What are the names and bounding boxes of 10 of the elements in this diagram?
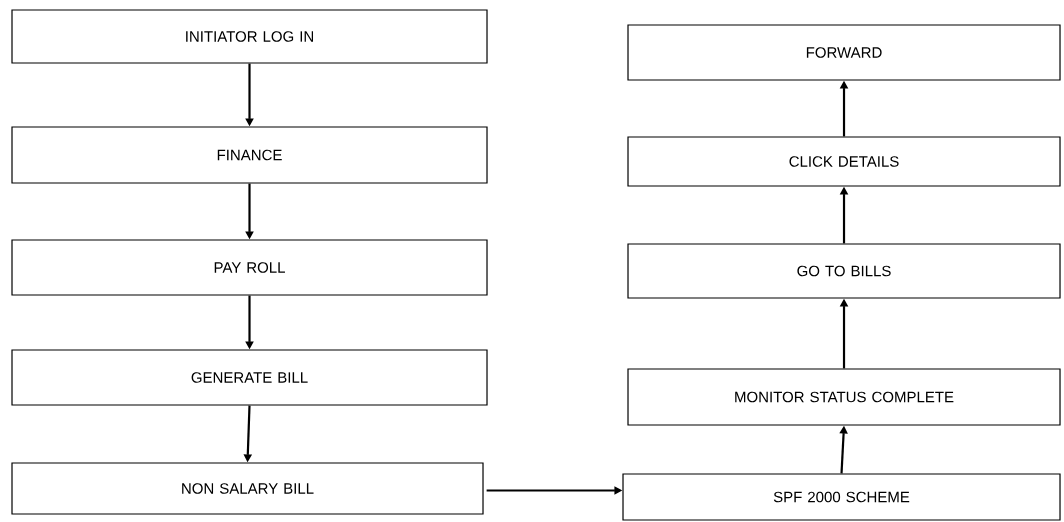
- process-box: FINANCE: [11, 126, 488, 184]
- process-box: SPF 2000 SCHEME: [622, 473, 1061, 521]
- process-box: FORWARD: [627, 24, 1061, 81]
- process-box: CLICK DETAILS: [627, 136, 1061, 187]
- process-box: GENERATE BILL: [11, 349, 488, 406]
- process-box: INITIATOR LOG IN: [11, 9, 488, 64]
- process-box: GO TO BILLS: [627, 243, 1061, 299]
- process-box: MONITOR STATUS COMPLETE: [627, 368, 1061, 426]
- process-box: PAY ROLL: [11, 239, 488, 296]
- process-box: NON SALARY BILL: [11, 462, 484, 515]
